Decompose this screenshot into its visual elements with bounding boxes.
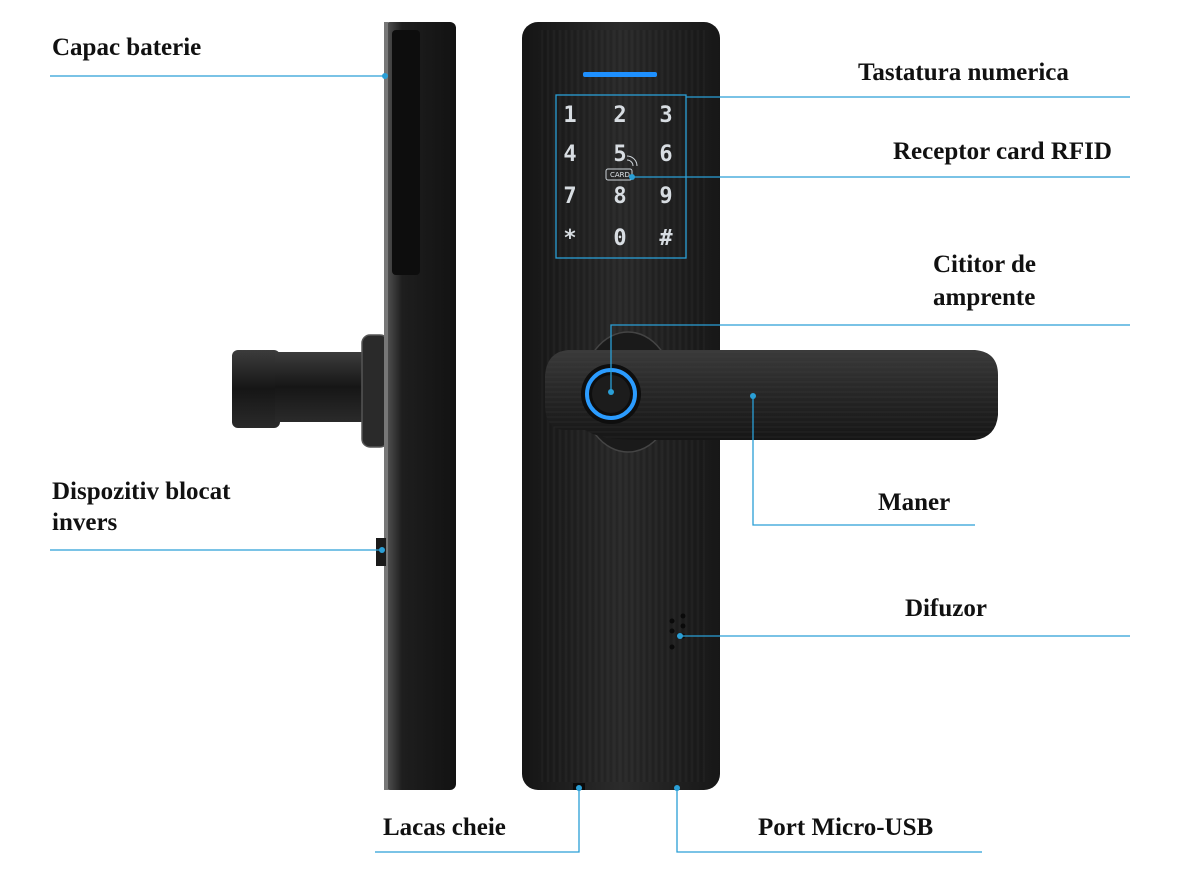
battery-cover <box>392 30 420 275</box>
keypad-key: 8 <box>613 184 626 209</box>
leader-lines <box>50 75 1130 853</box>
leader-handle <box>752 396 975 526</box>
status-light-bar <box>583 72 657 77</box>
keypad-key: 7 <box>563 184 576 209</box>
keypad-key: 5 <box>613 142 626 167</box>
keypad-key: 6 <box>659 142 672 167</box>
label-usb-port: Port Micro-USB <box>758 814 934 841</box>
keypad-key: # <box>659 226 673 251</box>
label-handle: Maner <box>878 489 951 516</box>
label-rfid: Receptor card RFID <box>893 138 1112 165</box>
leader-key-hole <box>375 788 580 853</box>
label-reverse-lock-line2: invers <box>52 509 118 536</box>
keypad-key: 2 <box>613 103 626 128</box>
keypad-key: 4 <box>563 142 576 167</box>
thumb-turn-knob <box>232 350 280 428</box>
keypad: 1 2 3 4 5 6 7 8 9 * 0 # <box>563 103 673 251</box>
leader-usb-port <box>676 788 982 853</box>
label-keypad: Tastatura numerica <box>858 59 1069 86</box>
label-reverse-lock-line1: Dispozitiv blocat <box>52 478 231 505</box>
lock-side-view <box>232 22 456 790</box>
label-key-hole: Lacas cheie <box>383 814 506 841</box>
keypad-key: 0 <box>613 226 626 251</box>
label-battery-cover: Capac baterie <box>52 34 202 61</box>
leader-dots <box>379 73 756 791</box>
label-fingerprint-line1: Cititor de <box>933 251 1036 278</box>
keypad-key: * <box>563 226 576 251</box>
keypad-key: 1 <box>563 103 576 128</box>
label-speaker: Difuzor <box>905 595 987 622</box>
leader-fingerprint <box>610 324 1130 392</box>
label-fingerprint-line2: amprente <box>933 284 1036 311</box>
keypad-key: 3 <box>659 103 672 128</box>
lock-front-view: 1 2 3 4 5 6 7 8 9 * 0 # CARD <box>522 22 998 790</box>
keypad-key: 9 <box>659 184 672 209</box>
rfid-card-text: CARD <box>610 171 630 179</box>
